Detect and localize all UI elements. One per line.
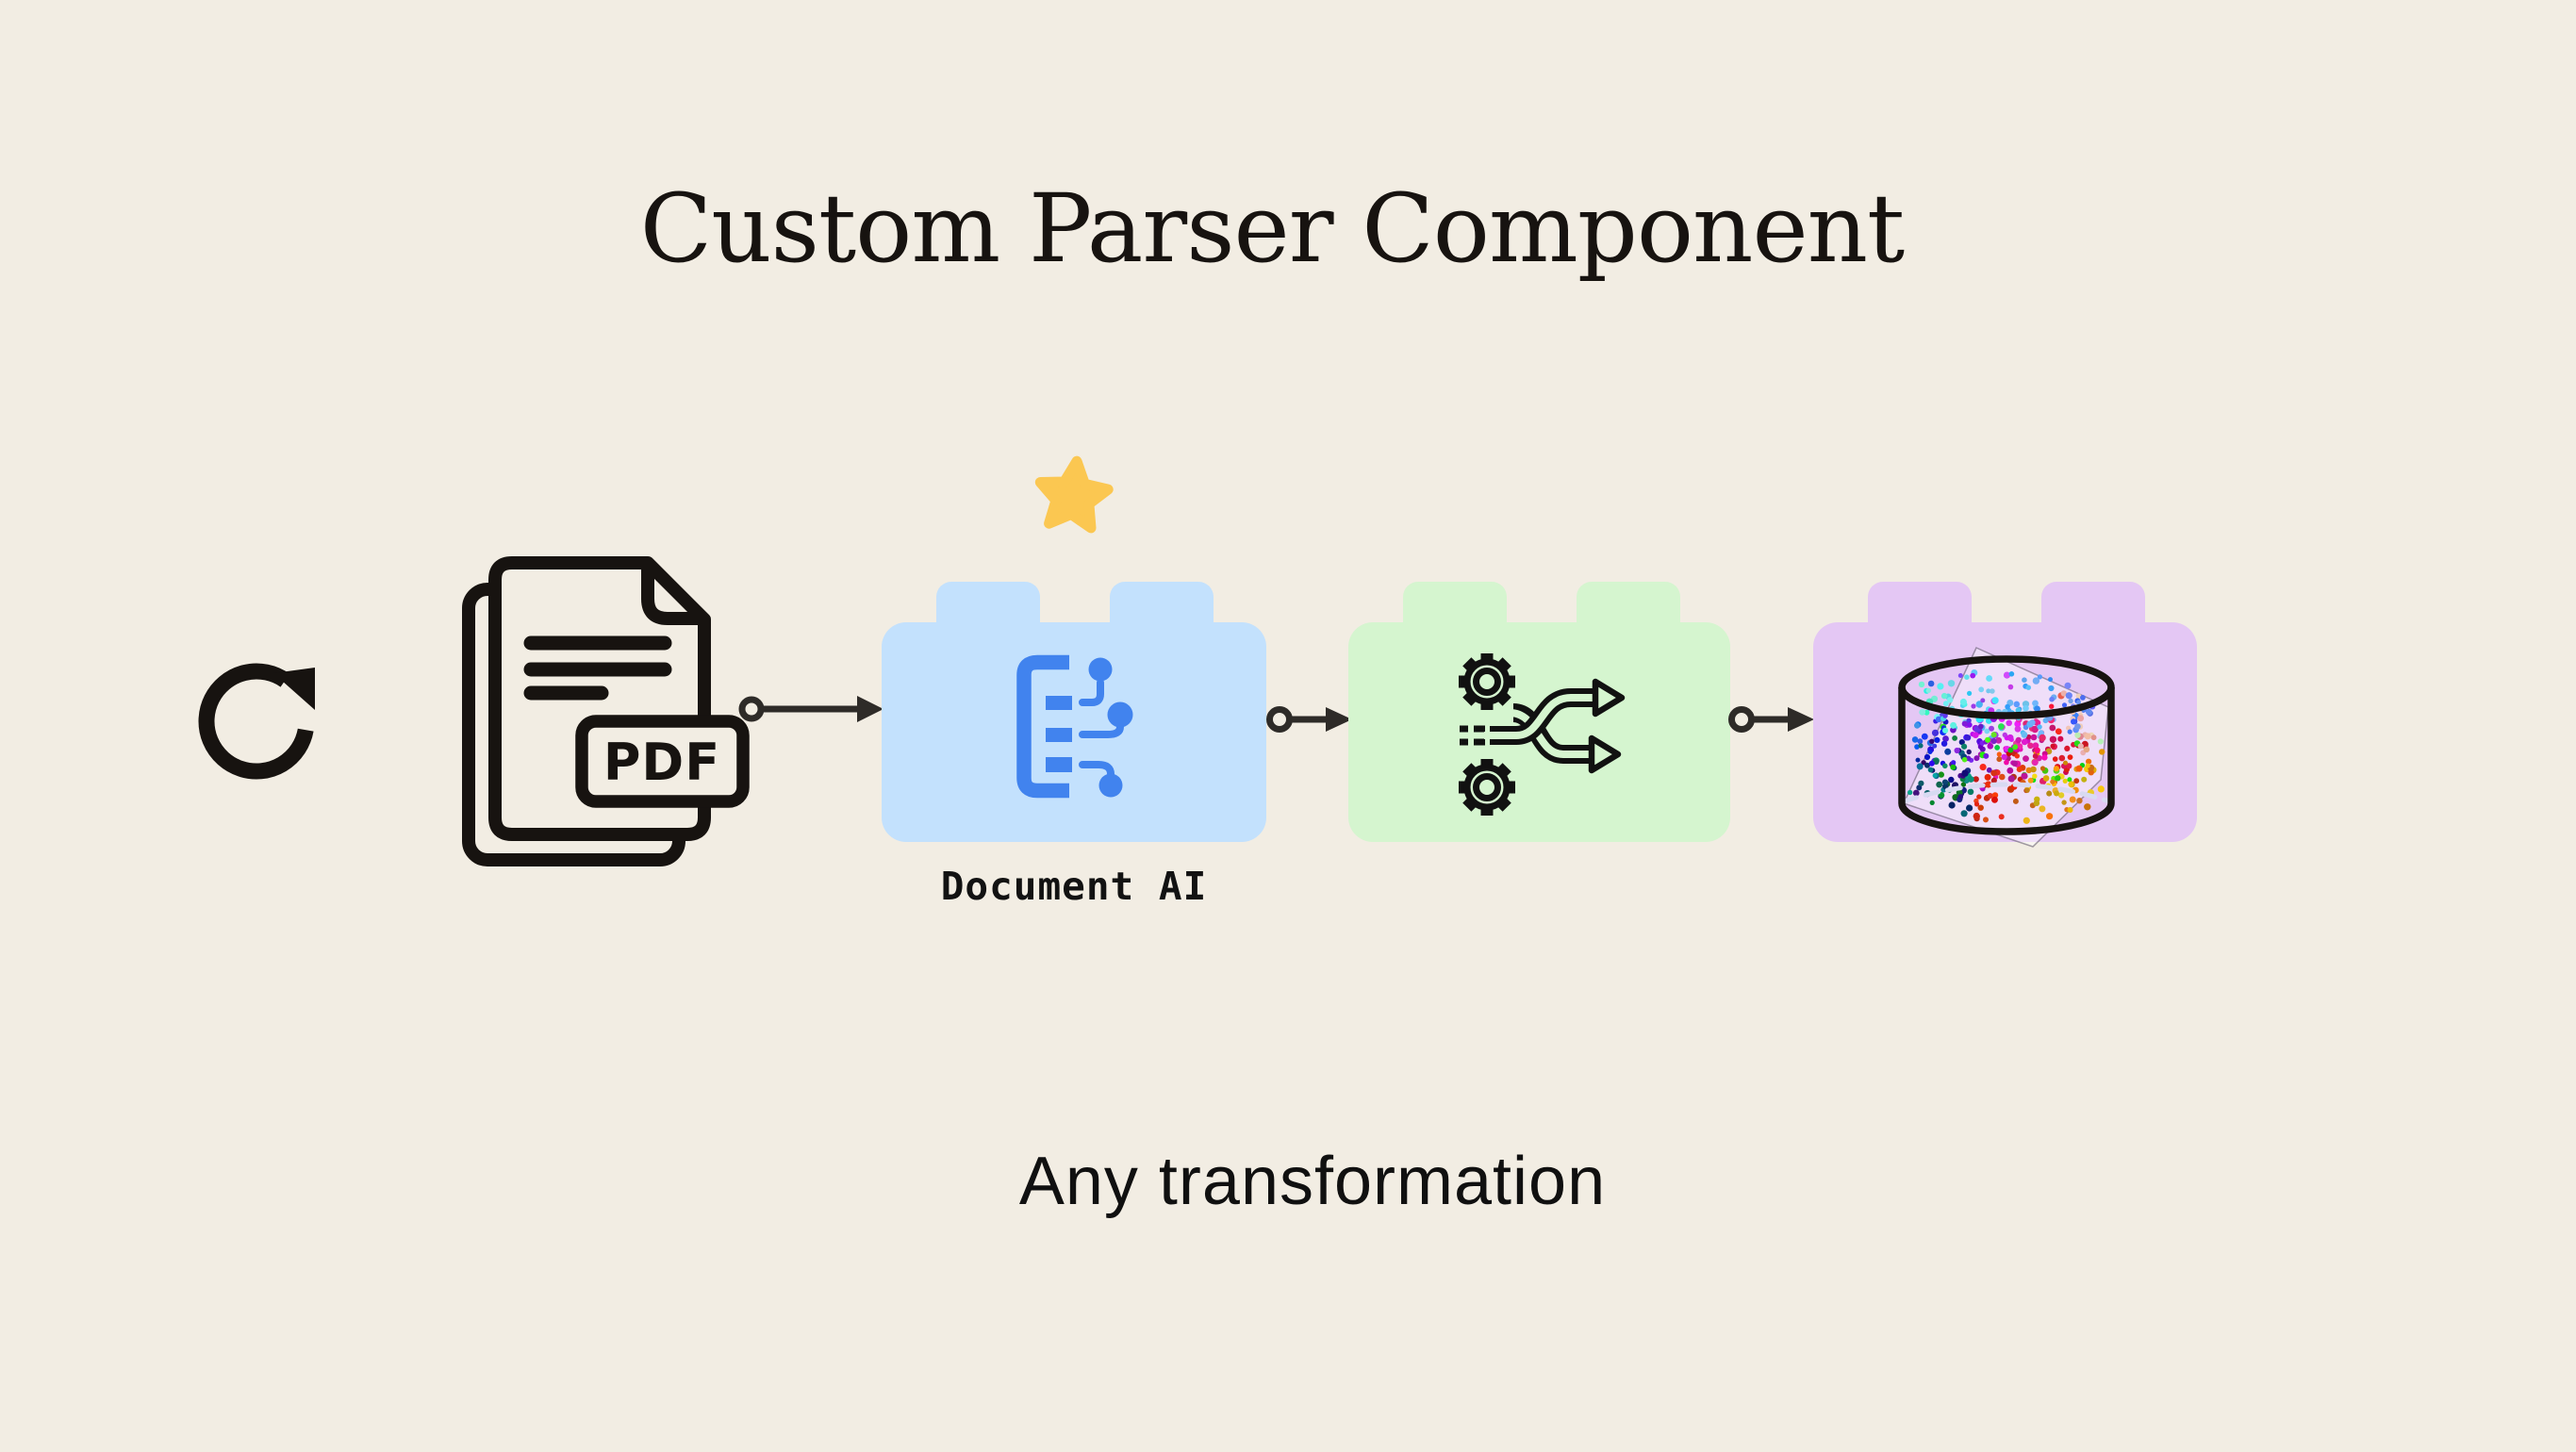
document-ai-label: Document AI xyxy=(940,864,1208,909)
document-text-lines xyxy=(523,635,672,701)
lego-block-document-ai xyxy=(882,582,1266,842)
star-icon xyxy=(1034,455,1114,534)
gear-icon xyxy=(1459,653,1515,710)
refresh-icon xyxy=(198,663,315,780)
connector-arrow xyxy=(738,696,883,722)
lego-block-body xyxy=(882,622,1266,842)
pdf-badge-label: PDF xyxy=(603,733,720,792)
caption: Any transformation xyxy=(1018,1144,1607,1219)
document-ai-icon xyxy=(1016,654,1133,799)
pdf-badge xyxy=(575,715,750,808)
hidden-rim-edge xyxy=(1901,782,2112,804)
gears-shuffle-icon xyxy=(1443,653,1626,830)
lego-block-vector-store xyxy=(1813,582,2197,842)
vector-database-icon xyxy=(1898,647,2115,848)
connector-arrow xyxy=(1266,706,1352,733)
gear-icon xyxy=(1459,759,1515,816)
connector-arrow xyxy=(1728,706,1814,733)
pdf-document-icon: PDF xyxy=(462,556,750,866)
page-title: Custom Parser Component xyxy=(639,173,1905,284)
